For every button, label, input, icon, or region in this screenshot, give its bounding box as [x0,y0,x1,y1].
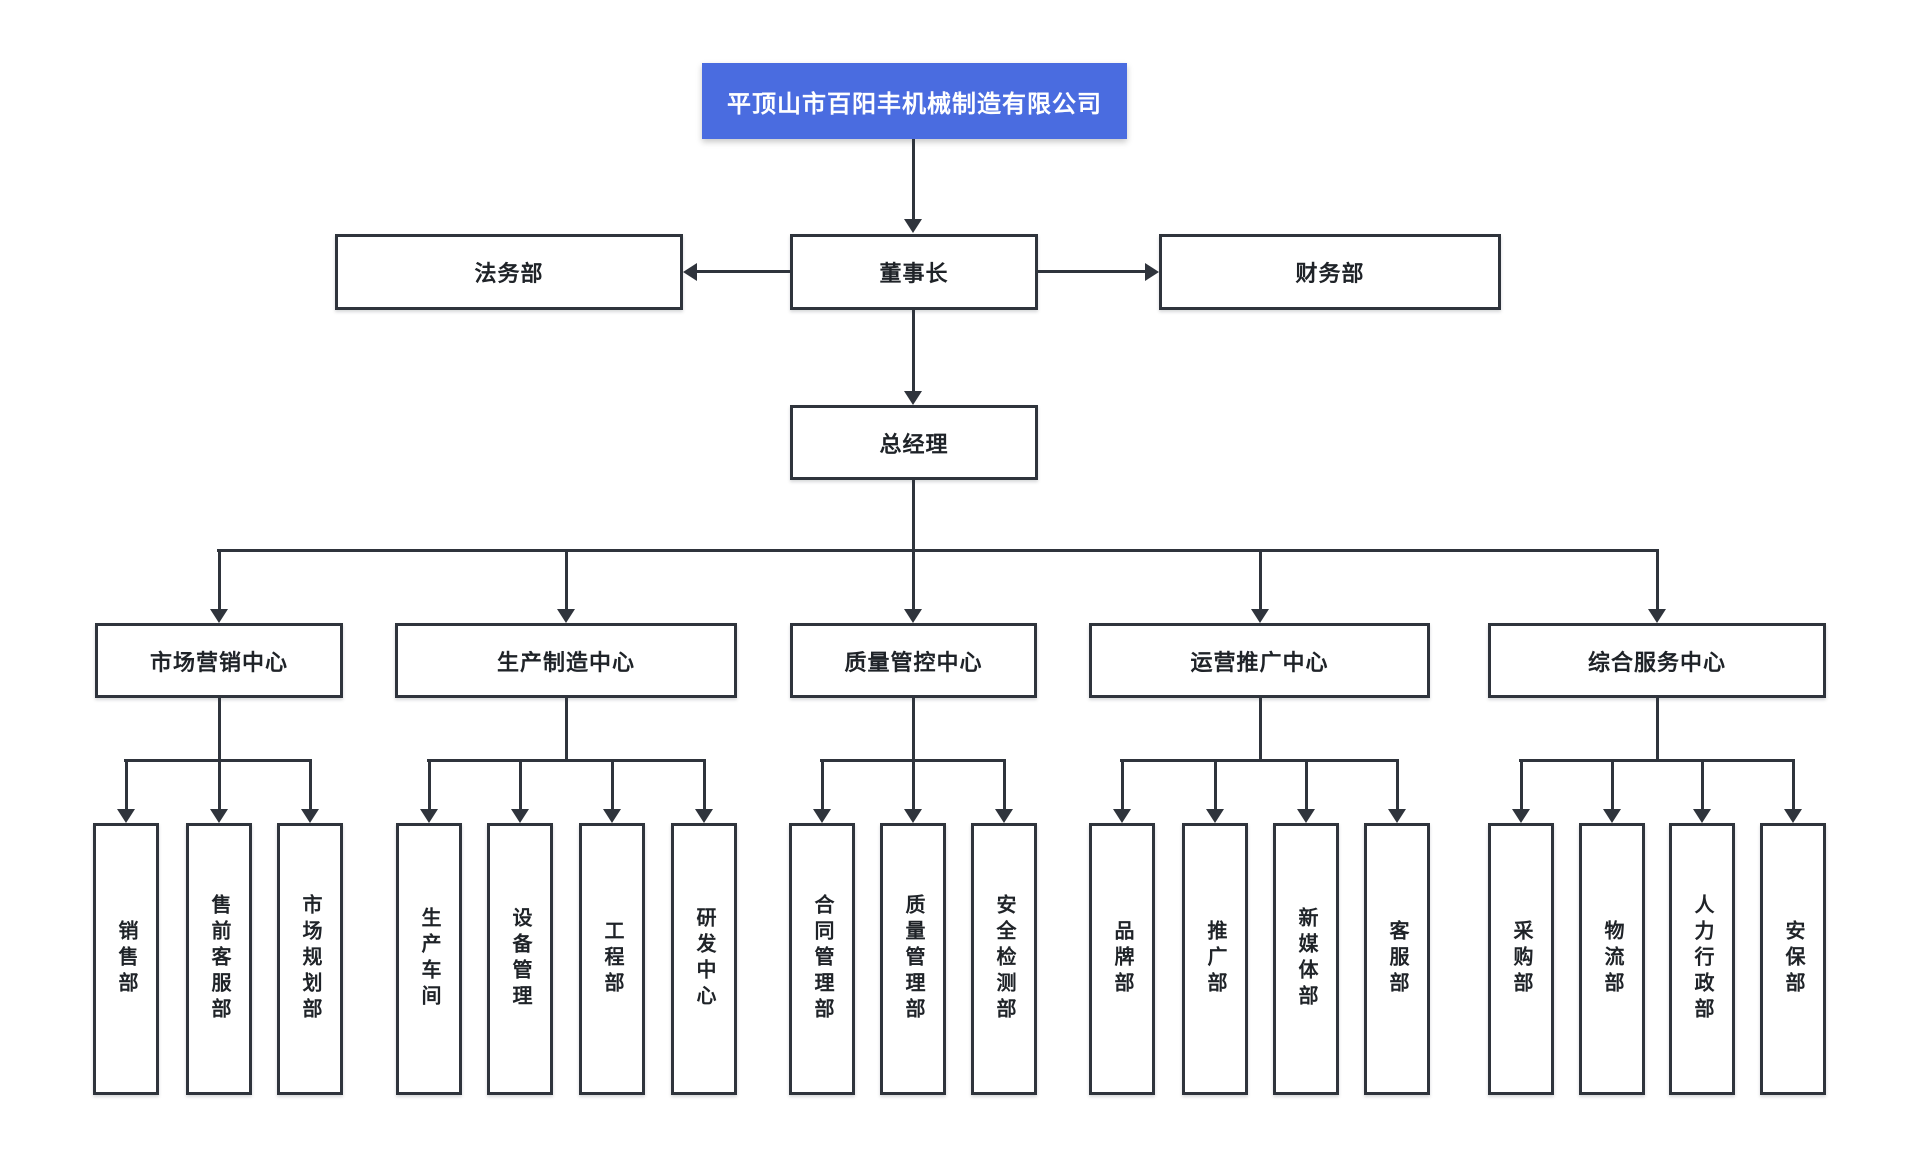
connector-line [519,761,522,811]
connector-line [1121,761,1124,811]
connector-line [1656,698,1659,761]
node-brand-dept: 品牌部 [1089,823,1155,1095]
connector-line [1036,270,1148,273]
arrowhead-down-icon [210,609,228,623]
arrowhead-down-icon [904,219,922,233]
node-customer-service-dept: 客服部 [1364,823,1430,1095]
node-security-dept: 安保部 [1760,823,1826,1095]
node-center-quality: 质量管控中心 [790,623,1037,698]
arrowhead-down-icon [557,609,575,623]
arrowhead-down-icon [904,391,922,405]
connector-line [218,761,221,811]
node-center-production: 生产制造中心 [395,623,737,698]
connector-line [1792,761,1795,811]
connector-line [912,139,915,221]
node-hr-admin-dept: 人力行政部 [1669,823,1735,1095]
node-rd-center: 研发中心 [671,823,737,1095]
connector-line [309,761,312,811]
arrowhead-down-icon [904,809,922,823]
connector-line [1214,761,1217,811]
connector-line [565,551,568,611]
node-chairman: 董事长 [790,234,1038,310]
node-general-manager: 总经理 [790,405,1038,480]
connector-line [1519,759,1795,762]
connector-line [217,549,1659,552]
arrowhead-down-icon [695,809,713,823]
node-finance-dept: 财务部 [1159,234,1501,310]
node-new-media-dept: 新媒体部 [1273,823,1339,1095]
arrowhead-down-icon [1603,809,1621,823]
arrowhead-down-icon [904,609,922,623]
arrowhead-down-icon [420,809,438,823]
connector-line [694,270,790,273]
node-legal-dept: 法务部 [335,234,683,310]
connector-line [125,761,128,811]
node-quality-management-dept: 质量管理部 [880,823,946,1095]
connector-line [428,761,431,811]
arrowhead-down-icon [511,809,529,823]
node-contract-management-dept: 合同管理部 [789,823,855,1095]
node-center-marketing: 市场营销中心 [95,623,343,698]
node-presales-service-dept: 售前客服部 [186,823,252,1095]
arrowhead-down-icon [1251,609,1269,623]
arrowhead-down-icon [210,809,228,823]
node-procurement-dept: 采购部 [1488,823,1554,1095]
arrowhead-down-icon [1297,809,1315,823]
arrowhead-down-icon [995,809,1013,823]
node-engineering-dept: 工程部 [579,823,645,1095]
arrowhead-down-icon [117,809,135,823]
node-equipment-management: 设备管理 [487,823,553,1095]
connector-line [1701,761,1704,811]
connector-line [1520,761,1523,811]
connector-line [565,698,568,761]
connector-line [912,698,915,761]
connector-line [427,759,706,762]
arrowhead-left-icon [683,263,697,281]
node-safety-inspection-dept: 安全检测部 [971,823,1037,1095]
connector-line [1611,761,1614,811]
connector-line [218,551,221,611]
node-company: 平顶山市百阳丰机械制造有限公司 [702,63,1127,139]
arrowhead-down-icon [813,809,831,823]
connector-line [1120,759,1399,762]
arrowhead-right-icon [1145,263,1159,281]
arrowhead-down-icon [1206,809,1224,823]
node-center-operations: 运营推广中心 [1089,623,1430,698]
node-center-services: 综合服务中心 [1488,623,1826,698]
arrowhead-down-icon [1388,809,1406,823]
connector-line [912,480,915,551]
connector-line [821,761,824,811]
connector-line [912,310,915,392]
connector-line [1259,551,1262,611]
arrowhead-down-icon [301,809,319,823]
node-promotion-dept: 推广部 [1182,823,1248,1095]
node-production-workshop: 生产车间 [396,823,462,1095]
arrowhead-down-icon [603,809,621,823]
connector-line [912,761,915,811]
node-market-planning-dept: 市场规划部 [277,823,343,1095]
arrowhead-down-icon [1512,809,1530,823]
node-logistics-dept: 物流部 [1579,823,1645,1095]
connector-line [1003,761,1006,811]
connector-line [703,761,706,811]
arrowhead-down-icon [1693,809,1711,823]
arrowhead-down-icon [1784,809,1802,823]
connector-line [124,759,312,762]
arrowhead-down-icon [1648,609,1666,623]
connector-line [1396,761,1399,811]
connector-line [1259,698,1262,761]
connector-line [218,698,221,761]
connector-line [1305,761,1308,811]
node-sales-dept: 销售部 [93,823,159,1095]
connector-line [1656,551,1659,611]
connector-line [611,761,614,811]
connector-line [820,759,1006,762]
arrowhead-down-icon [1113,809,1131,823]
connector-line [912,551,915,611]
